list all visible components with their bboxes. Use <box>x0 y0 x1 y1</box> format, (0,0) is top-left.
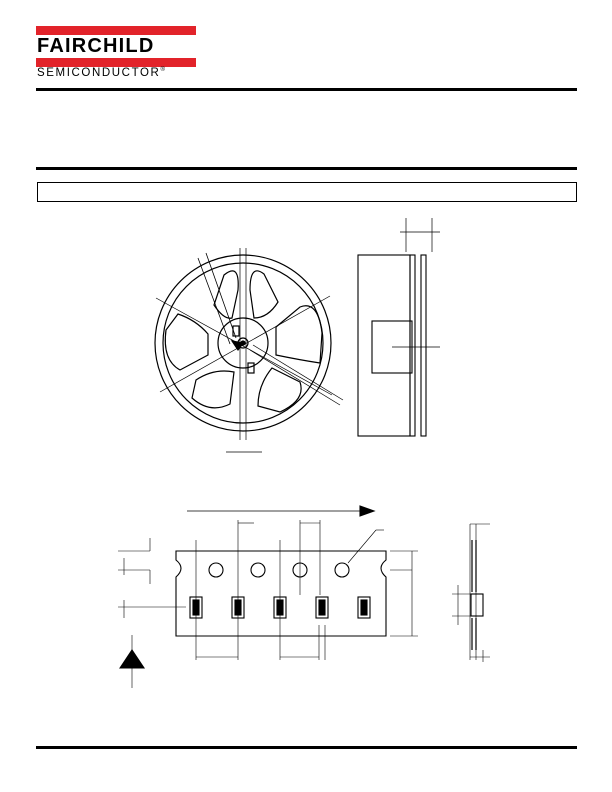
carrier-tape-side-view <box>452 523 490 662</box>
logo-top-bar <box>36 26 196 35</box>
logo-bottom-bar <box>36 58 196 67</box>
logo-subtitle: SEMICONDUCTOR® <box>37 67 166 79</box>
section-title-box <box>37 182 577 202</box>
section-rule <box>36 167 577 170</box>
logo-subtitle-text: SEMICONDUCTOR <box>37 67 161 79</box>
reel-side-view <box>357 218 440 437</box>
trademark-symbol: ® <box>160 67 167 74</box>
carrier-tape-top-view <box>118 505 418 688</box>
footer-rule <box>36 746 577 749</box>
header-rule <box>36 88 577 91</box>
fairchild-logo: FAIRCHILD SEMICONDUCTOR® <box>36 26 198 84</box>
reel-front-view <box>154 248 344 453</box>
logo-brand-text: FAIRCHILD <box>37 35 155 57</box>
